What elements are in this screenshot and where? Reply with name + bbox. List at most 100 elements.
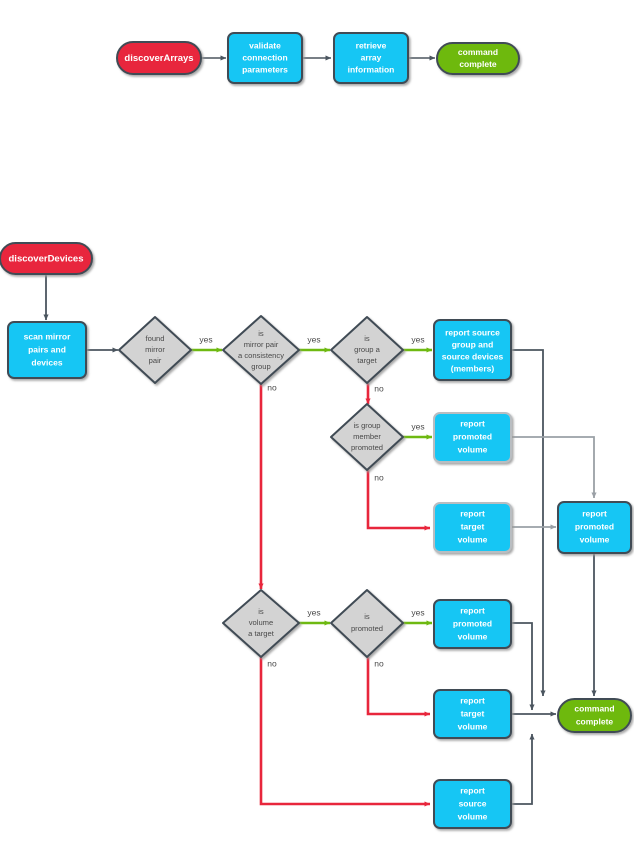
edge-label-volume-target-no: no (267, 658, 277, 668)
edge-b-group-member-promoted-no (366, 470, 431, 531)
node-report-target-volume-2[interactable]: report target volume (433, 689, 512, 739)
node-shape-box (433, 319, 512, 381)
node-label-rt1-line1: report (460, 508, 485, 518)
node-is-group-member-promoted[interactable]: is group member promoted (330, 403, 404, 471)
node-shape-diamond (222, 315, 300, 385)
edge-b-volume-target-no (259, 657, 431, 807)
node-label-scan-line2: pairs and (28, 344, 66, 354)
node-command-complete-a[interactable]: command complete (436, 42, 520, 75)
node-report-target-volume-1[interactable]: report target volume (433, 502, 512, 553)
node-label-gmp-line2: member (353, 432, 381, 441)
node-report-promoted-volume-1[interactable]: report promoted volume (433, 412, 512, 463)
node-label-rp2-line1: report (460, 605, 485, 615)
edge-b-promoted-no (366, 657, 431, 717)
node-label-cons-line4: group (251, 362, 270, 371)
edge-label-group-target-no: no (374, 383, 384, 393)
edge-label-promoted-no: no (374, 658, 384, 668)
node-shape-box (557, 501, 632, 554)
node-shape-diamond (330, 589, 404, 658)
node-label-rsg-line1: report source (445, 327, 500, 337)
node-found-mirror-pair[interactable]: found mirror pair (118, 316, 192, 384)
node-shape-box (433, 412, 512, 463)
edge-label-consistency-yes: yes (307, 334, 320, 344)
node-command-complete-b[interactable]: command complete (557, 698, 632, 733)
node-retrieve-array-information[interactable]: retrieve array information (333, 32, 409, 84)
node-report-promoted-volume-right[interactable]: report promoted volume (557, 501, 632, 554)
node-shape-box (227, 32, 303, 84)
node-label-rsv-line1: report (460, 785, 485, 795)
node-label-retrieve-line1: retrieve (356, 40, 387, 50)
node-shape-box (433, 689, 512, 739)
node-label-found-line2: mirror (145, 345, 165, 354)
node-label-gt-line2: group a (354, 345, 381, 354)
node-is-volume-a-target[interactable]: is volume a target (222, 589, 300, 658)
node-is-group-a-target[interactable]: is group a target (330, 316, 404, 384)
edge-b-report-promoted-1-to-right (511, 436, 597, 499)
flow-b-group: yes yes no yes no yes no (0, 242, 632, 829)
edge-label-volume-target-yes: yes (307, 607, 320, 617)
node-validate-connection-parameters[interactable]: validate connection parameters (227, 32, 303, 84)
node-discover-arrays[interactable]: discoverArrays (116, 41, 202, 75)
node-label-command-complete-b-line2: complete (576, 716, 614, 726)
node-label-rp1-line3: volume (458, 444, 488, 454)
node-shape-diamond (330, 316, 404, 384)
node-label-gt-line3: target (357, 356, 377, 365)
node-shape-box (433, 599, 512, 649)
edge-label-consistency-no: no (267, 382, 277, 392)
node-label-rsg-line3: source devices (442, 351, 504, 361)
node-label-gmp-line3: promoted (351, 443, 383, 452)
node-shape-box (7, 321, 87, 379)
node-shape-pill (557, 698, 632, 733)
edge-label-promoted-yes: yes (411, 607, 424, 617)
node-label-rpr-line1: report (582, 508, 607, 518)
node-label-command-complete-a-line1: command (458, 47, 498, 57)
node-label-vt-line3: a target (248, 629, 275, 638)
node-label-gmp-line1: is group (353, 421, 380, 430)
node-shape-box (433, 502, 512, 553)
node-is-promoted[interactable]: is promoted (330, 589, 404, 658)
node-label-vt-line2: volume (249, 618, 273, 627)
node-is-mirror-pair-consistency-group[interactable]: is mirror pair a consistency group (222, 315, 300, 385)
node-report-source-volume[interactable]: report source volume (433, 779, 512, 829)
node-label-scan-line3: devices (31, 357, 62, 367)
node-label-validate-line2: connection (242, 52, 287, 62)
node-label-cons-line2: mirror pair (244, 340, 279, 349)
edge-label-group-member-promoted-yes: yes (411, 421, 424, 431)
node-shape-diamond (118, 316, 192, 384)
node-label-rp2-line3: volume (458, 631, 488, 641)
node-label-pr-line1: is (364, 612, 370, 621)
node-label-rpr-line2: promoted (575, 521, 614, 531)
node-label-gt-line1: is (364, 334, 370, 343)
node-report-promoted-volume-2[interactable]: report promoted volume (433, 599, 512, 649)
node-label-rsv-line2: source (459, 798, 487, 808)
node-label-rsv-line3: volume (458, 811, 488, 821)
node-shape-pill (0, 242, 93, 275)
edge-label-group-target-yes: yes (411, 334, 424, 344)
node-label-validate-line1: validate (249, 40, 281, 50)
node-label-scan-line1: scan mirror (24, 331, 71, 341)
node-label-rt2-line2: target (461, 708, 485, 718)
edge-b-report-promoted-2-to-end (511, 622, 535, 711)
node-label-rp1-line1: report (460, 418, 485, 428)
edge-label-found-yes: yes (199, 334, 212, 344)
node-label-rp1-line2: promoted (453, 431, 492, 441)
edge-b-report-source-group-to-end (511, 349, 546, 697)
node-label-validate-line3: parameters (242, 64, 288, 74)
node-label-discover-arrays: discoverArrays (124, 53, 193, 64)
edge-b-report-source-volume-to-end (511, 733, 535, 805)
node-shape-diamond (330, 403, 404, 471)
flow-a-group: discoverArrays validate connection param… (116, 32, 520, 84)
node-label-discover-devices: discoverDevices (9, 254, 84, 265)
node-label-rt1-line2: target (461, 521, 485, 531)
node-label-cons-line3: a consistency (238, 351, 284, 360)
node-discover-devices[interactable]: discoverDevices (0, 242, 93, 275)
node-label-rsg-line2: group and (452, 339, 494, 349)
node-report-source-group-and-devices[interactable]: report source group and source devices (… (433, 319, 512, 381)
node-label-retrieve-line3: information (348, 64, 395, 74)
node-shape-pill (436, 42, 520, 75)
node-label-rt1-line3: volume (458, 534, 488, 544)
node-label-command-complete-b-line1: command (574, 703, 614, 713)
node-scan-mirror-pairs-and-devices[interactable]: scan mirror pairs and devices (7, 321, 87, 379)
